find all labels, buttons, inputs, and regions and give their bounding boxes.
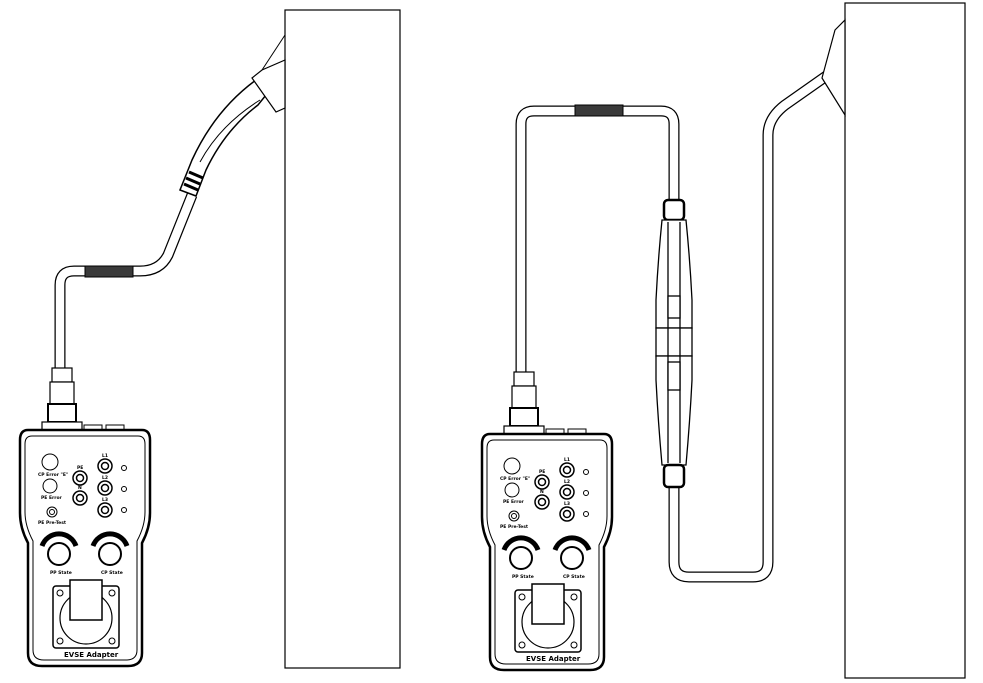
indicator-leds bbox=[121, 465, 127, 513]
socket-l1-label: L1 bbox=[102, 453, 108, 459]
pe-error-button bbox=[504, 482, 520, 498]
test-sockets bbox=[72, 458, 113, 518]
cp-error-button bbox=[41, 453, 59, 471]
pe-pretest-button bbox=[46, 506, 58, 518]
test-sockets bbox=[534, 462, 575, 522]
socket-pe-label: PE bbox=[77, 465, 83, 471]
wall-socket bbox=[821, 18, 846, 118]
pp-state-knob bbox=[47, 542, 71, 566]
left-pillar bbox=[284, 9, 401, 669]
charging-plug bbox=[179, 34, 286, 197]
pe-error-label: PE Error bbox=[41, 495, 63, 501]
socket-n-label: N bbox=[540, 489, 544, 495]
socket-l2-label: L2 bbox=[102, 475, 108, 481]
cable-sleeve bbox=[574, 104, 624, 117]
pe-error-label: PE Error bbox=[503, 499, 525, 505]
pe-pretest-button bbox=[508, 510, 520, 522]
right-cable bbox=[515, 18, 846, 583]
cp-error-label: CP Error "E" bbox=[38, 472, 68, 478]
device-title: EVSE Adapter bbox=[526, 655, 581, 663]
right-pillar bbox=[844, 2, 966, 679]
left-evse-adapter: CP Error "E" PE Error PE Pre-Test PE N L… bbox=[18, 367, 152, 668]
socket-l2-label: L2 bbox=[564, 479, 570, 485]
socket-l3-label: L3 bbox=[564, 501, 570, 507]
pp-state-label: PP State bbox=[512, 574, 534, 580]
socket-n-label: N bbox=[78, 485, 82, 491]
socket-pe-label: PE bbox=[539, 469, 545, 475]
cp-state-label: CP State bbox=[563, 574, 585, 580]
right-evse-adapter: CP Error "E" PE Error PE Pre-Test PE N L… bbox=[480, 371, 614, 672]
cable-sleeve bbox=[84, 265, 134, 278]
cp-error-button bbox=[503, 457, 521, 475]
device-title: EVSE Adapter bbox=[64, 651, 119, 659]
socket-l3-label: L3 bbox=[102, 497, 108, 503]
outlet-lid bbox=[69, 579, 103, 621]
outlet-lid bbox=[531, 583, 565, 625]
socket-l1-label: L1 bbox=[564, 457, 570, 463]
pe-error-button bbox=[42, 478, 58, 494]
pe-pretest-label: PE Pre-Test bbox=[38, 520, 67, 526]
cp-error-label: CP Error "E" bbox=[500, 476, 530, 482]
cp-state-label: CP State bbox=[101, 570, 123, 576]
left-cable bbox=[54, 192, 198, 370]
pp-state-label: PP State bbox=[50, 570, 72, 576]
pe-pretest-label: PE Pre-Test bbox=[500, 524, 529, 530]
cable-coupler bbox=[655, 198, 693, 489]
pp-state-knob bbox=[509, 546, 533, 570]
cp-state-knob bbox=[98, 542, 122, 566]
cp-state-knob bbox=[560, 546, 584, 570]
indicator-leds bbox=[583, 469, 589, 517]
